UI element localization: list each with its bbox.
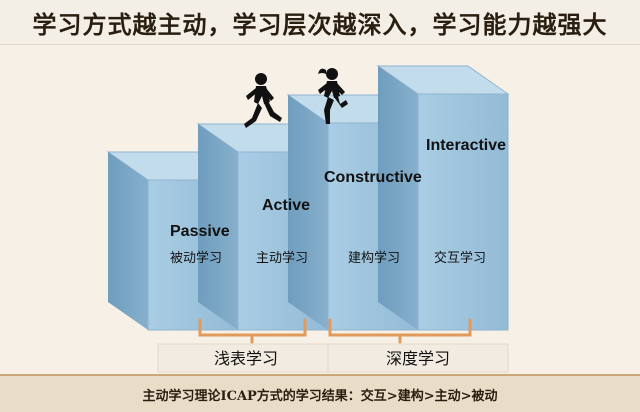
block-interactive	[376, 65, 510, 331]
label-active: Active	[262, 197, 310, 214]
page-title: 学习方式越主动，学习层次越深入，学习能力越强大	[32, 9, 608, 39]
label-active-cn: 主动学习	[256, 250, 308, 266]
label-shallow-learning: 浅表学习	[214, 349, 278, 368]
deep-label-box	[327, 343, 509, 373]
label-passive-cn: 被动学习	[170, 250, 222, 266]
label-interactive: Interactive	[426, 137, 506, 154]
label-constructive: Constructive	[324, 169, 422, 186]
icap-staircase-diagram: Passive Active Constructive Interactive …	[106, 65, 510, 373]
title-bar: 学习方式越主动，学习层次越深入，学习能力越强大	[0, 0, 640, 45]
diagram-stage: Passive Active Constructive Interactive …	[0, 44, 640, 374]
bracket-deep	[328, 318, 472, 344]
footer-caption: 主动学习理论ICAP方式的学习结果：交互>建构>主动>被动	[142, 388, 498, 404]
label-passive: Passive	[170, 223, 230, 240]
footer-bar: 主动学习理论ICAP方式的学习结果：交互>建构>主动>被动	[0, 374, 640, 412]
label-interactive-cn: 交互学习	[434, 250, 486, 266]
runner-2-icon	[318, 68, 348, 124]
label-deep-learning: 深度学习	[386, 349, 450, 368]
runner-1-icon	[244, 73, 282, 128]
label-constructive-cn: 建构学习	[348, 250, 400, 266]
bracket-shallow	[198, 318, 307, 344]
shallow-label-box	[157, 343, 329, 373]
